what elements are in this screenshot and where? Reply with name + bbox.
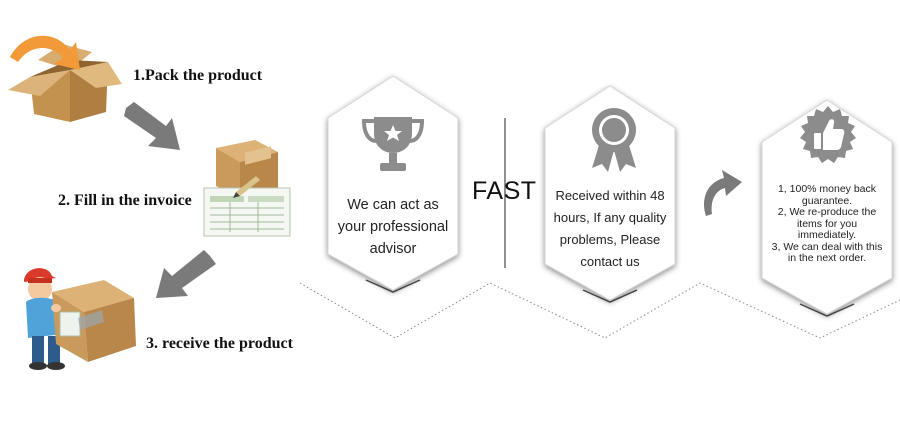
arrow-down-right-icon (124, 102, 180, 150)
panel-2-line-2: hours, If any quality (553, 210, 667, 225)
panel-3-line-7: in the next order. (787, 252, 867, 264)
step-2-label: 2. Fill in the invoice (58, 192, 192, 209)
panel-3-line-4: items for you (796, 217, 858, 230)
panel-1-line-3: advisor (369, 241, 417, 257)
open-box-icon (8, 35, 122, 122)
panel-1-line-2: your professional (337, 219, 449, 235)
trophy-icon (361, 117, 425, 171)
curved-arrow-icon (704, 170, 742, 216)
step-1-label: 1.Pack the product (133, 67, 263, 84)
panel-3-line-2: guarantee. (801, 194, 853, 207)
panel-3-text: 1, 100% money back guarantee. 2, We re-p… (762, 183, 892, 265)
panel-1-text: We can act as your professional advisor (328, 194, 458, 260)
panel-3-line-6: 3, We can deal with this (771, 240, 883, 253)
fast-label: FAST (472, 177, 537, 205)
panel-3-hexagon (761, 99, 893, 317)
panel-3-line-1: 1, 100% money back (777, 183, 877, 195)
panel-1-hexagon (327, 75, 459, 293)
panel-3-line-3: 2, We re-produce the (777, 206, 877, 218)
delivery-man-icon (24, 268, 136, 370)
panel-1-line-1: We can act as (347, 197, 439, 213)
panel-2-line-3: problems, Please (559, 232, 661, 247)
panel-3-line-5: immediately. (797, 229, 857, 241)
thumbs-up-icon (800, 106, 856, 163)
panel-2-line-4: contact us (580, 254, 640, 269)
award-ribbon-icon (592, 108, 636, 172)
panel-2-hexagon (544, 85, 676, 303)
panel-2-text: Received within 48 hours, If any quality… (545, 185, 675, 273)
step-3-label: 3. receive the product (146, 335, 293, 352)
invoice-box-icon (203, 140, 291, 237)
arrow-down-left-icon (156, 250, 216, 298)
panel-2-line-1: Received within 48 (555, 188, 665, 203)
